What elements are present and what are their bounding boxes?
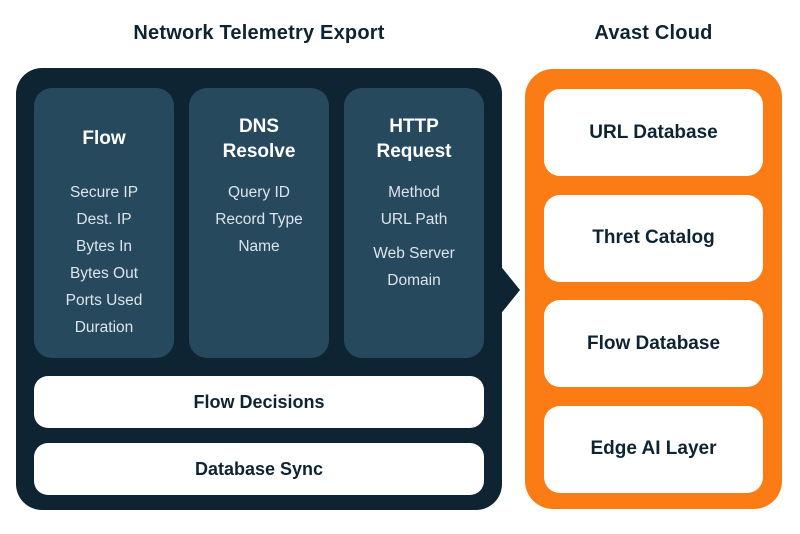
column-dns-title: DNS Resolve	[222, 115, 296, 162]
field-label: Method	[388, 184, 440, 201]
cloud-box-url-database: URL Database	[544, 89, 763, 176]
field-label: URL Path	[380, 211, 448, 228]
field-label: Name	[238, 238, 280, 255]
telemetry-panel: Flow Secure IP Dest. IP Bytes In Bytes O…	[16, 68, 502, 510]
field-label: Secure IP	[69, 184, 139, 201]
field-label: Duration	[74, 319, 134, 336]
cloud-box-label: Edge AI Layer	[590, 438, 717, 460]
field-label: Bytes Out	[69, 265, 139, 282]
right-section-title: Avast Cloud	[594, 22, 713, 44]
field-label: Web Server Domain	[373, 245, 455, 289]
left-section-title: Network Telemetry Export	[133, 22, 385, 44]
cloud-box-label: URL Database	[589, 121, 718, 143]
database-sync-label: Database Sync	[194, 458, 324, 479]
field-label: Bytes In	[76, 238, 132, 255]
column-flow: Flow Secure IP Dest. IP Bytes In Bytes O…	[34, 88, 174, 358]
column-dns-resolve: DNS Resolve Query ID Record Type Name	[189, 88, 329, 358]
field-label: Dest. IP	[76, 211, 132, 228]
flow-decisions-bar: Flow Decisions	[34, 376, 484, 428]
flow-decisions-label: Flow Decisions	[193, 391, 325, 412]
cloud-box-label: Flow Database	[586, 332, 721, 354]
database-sync-bar: Database Sync	[34, 443, 484, 495]
cloud-box-threat-catalog: Thret Catalog	[544, 194, 763, 282]
column-http-items: Method URL Path Web Server Domain	[350, 179, 478, 294]
field-label: Ports Used	[65, 292, 143, 309]
cloud-box-label: Thret Catalog	[592, 227, 715, 249]
telemetry-columns: Flow Secure IP Dest. IP Bytes In Bytes O…	[34, 88, 484, 358]
cloud-box-flow-database: Flow Database	[544, 300, 763, 388]
connector-arrow-icon	[499, 264, 520, 316]
column-flow-title: Flow	[82, 128, 126, 150]
column-dns-items: Query ID Record Type Name	[195, 179, 323, 260]
column-http-title: HTTP Request	[376, 115, 452, 162]
column-http-request: HTTP Request Method URL Path Web Server …	[344, 88, 484, 358]
cloud-panel: URL Database Thret Catalog Flow Database…	[525, 69, 782, 509]
column-flow-items: Secure IP Dest. IP Bytes In Bytes Out Po…	[40, 179, 168, 341]
field-label: Query ID	[227, 184, 290, 201]
field-label: Record Type	[215, 211, 303, 228]
cloud-box-edge-ai-layer: Edge AI Layer	[544, 405, 763, 493]
